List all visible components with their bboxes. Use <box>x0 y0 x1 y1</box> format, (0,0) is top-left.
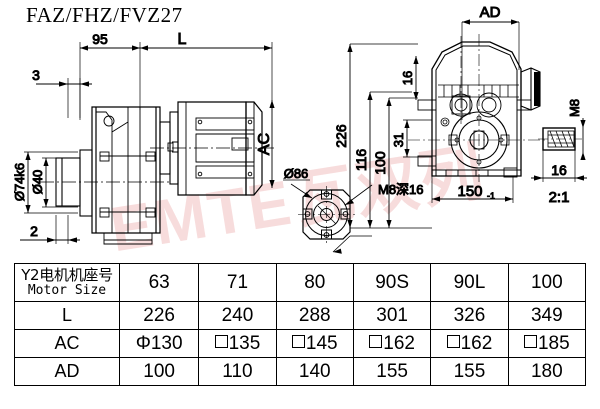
square-symbol-icon <box>446 334 460 348</box>
cell-AC-5: 185 <box>507 329 587 358</box>
dim-16-key: 16 <box>551 162 567 178</box>
detail-scale-label: 2:1 <box>549 189 570 206</box>
dim-40: Ø40 <box>30 170 45 195</box>
table-row-AC: AC Φ130 135 145 162 162 185 <box>14 329 587 358</box>
cell-AC-1-value: 135 <box>214 333 260 354</box>
cell-AC-1: 135 <box>198 329 277 358</box>
cell-AC-0-value: Φ130 <box>135 332 183 354</box>
cell-L-0: 226 <box>118 301 200 330</box>
cell-AD-0: 100 <box>118 357 200 386</box>
row-label-motor-size-en: Motor Size <box>27 283 107 298</box>
dim-74k6: Ø74k6 <box>12 163 27 201</box>
cell-motor-size-3: 90S <box>352 263 432 302</box>
cell-motor-size-1: 71 <box>198 263 277 302</box>
cell-AD-3: 155 <box>352 357 432 386</box>
dim-L: L <box>178 31 187 48</box>
dim-AD: AD <box>480 4 501 21</box>
cell-motor-size-2: 80 <box>275 263 354 302</box>
cell-AC-4: 162 <box>430 329 509 358</box>
dim-AC: AC <box>256 133 273 155</box>
row-label-motor-size: Y2电机机座号 Motor Size <box>14 263 120 302</box>
cell-AC-4-value: 162 <box>446 333 492 354</box>
cell-motor-size-0: 63 <box>118 263 200 302</box>
cell-motor-size-5: 100 <box>507 263 587 302</box>
cell-AC-5-value: 185 <box>523 333 570 354</box>
square-symbol-icon <box>214 334 228 348</box>
cell-L-2: 288 <box>275 301 354 330</box>
dim-150: 150 <box>457 183 482 200</box>
square-symbol-icon <box>523 334 537 348</box>
page-title: FAZ/FHZ/FVZ27 <box>26 3 183 27</box>
dim-M8: M8 <box>567 99 582 117</box>
row-label-AD: AD <box>14 357 120 386</box>
specification-table: Y2电机机座号 Motor Size 63 71 80 90S 90L 100 … <box>14 263 587 386</box>
dim-100: 100 <box>372 151 388 175</box>
cell-AD-2: 140 <box>275 357 354 386</box>
cell-L-3: 301 <box>352 301 432 330</box>
cell-AD-1: 110 <box>198 357 277 386</box>
row-label-L: L <box>14 301 120 330</box>
table-row-motor-size: Y2电机机座号 Motor Size 63 71 80 90S 90L 100 <box>14 263 587 302</box>
cell-AC-2-value: 145 <box>291 333 338 354</box>
dim-M8-depth-16: M8深16 <box>378 182 424 197</box>
dim-86: Ø86 <box>284 166 309 181</box>
cell-AD-5: 180 <box>507 357 587 386</box>
cell-AC-2: 145 <box>275 329 354 358</box>
dim-150-tol: -1 <box>487 191 495 201</box>
row-label-AC: AC <box>14 329 120 358</box>
cell-L-1: 240 <box>198 301 277 330</box>
dim-95: 95 <box>92 31 108 47</box>
dim-226: 226 <box>333 124 349 148</box>
row-label-motor-size-cn: Y2电机机座号 <box>21 266 113 284</box>
dim-31: 31 <box>391 133 406 147</box>
table-row-AD: AD 100 110 140 155 155 180 <box>14 357 587 386</box>
table-row-L: L 226 240 288 301 326 349 <box>14 301 587 330</box>
dim-3: 3 <box>32 67 40 83</box>
cell-AC-3-value: 162 <box>369 333 415 354</box>
cell-AC-0: Φ130 <box>118 329 200 358</box>
cell-L-4: 326 <box>430 301 509 330</box>
cell-motor-size-4: 90L <box>430 263 509 302</box>
dim-16-upper: 16 <box>400 71 415 85</box>
dim-2: 2 <box>30 223 38 239</box>
square-symbol-icon <box>369 334 383 348</box>
cell-AC-3: 162 <box>352 329 432 358</box>
dim-116: 116 <box>353 149 369 172</box>
cell-L-5: 349 <box>507 301 587 330</box>
cell-AD-4: 155 <box>430 357 509 386</box>
square-symbol-icon <box>291 334 305 348</box>
